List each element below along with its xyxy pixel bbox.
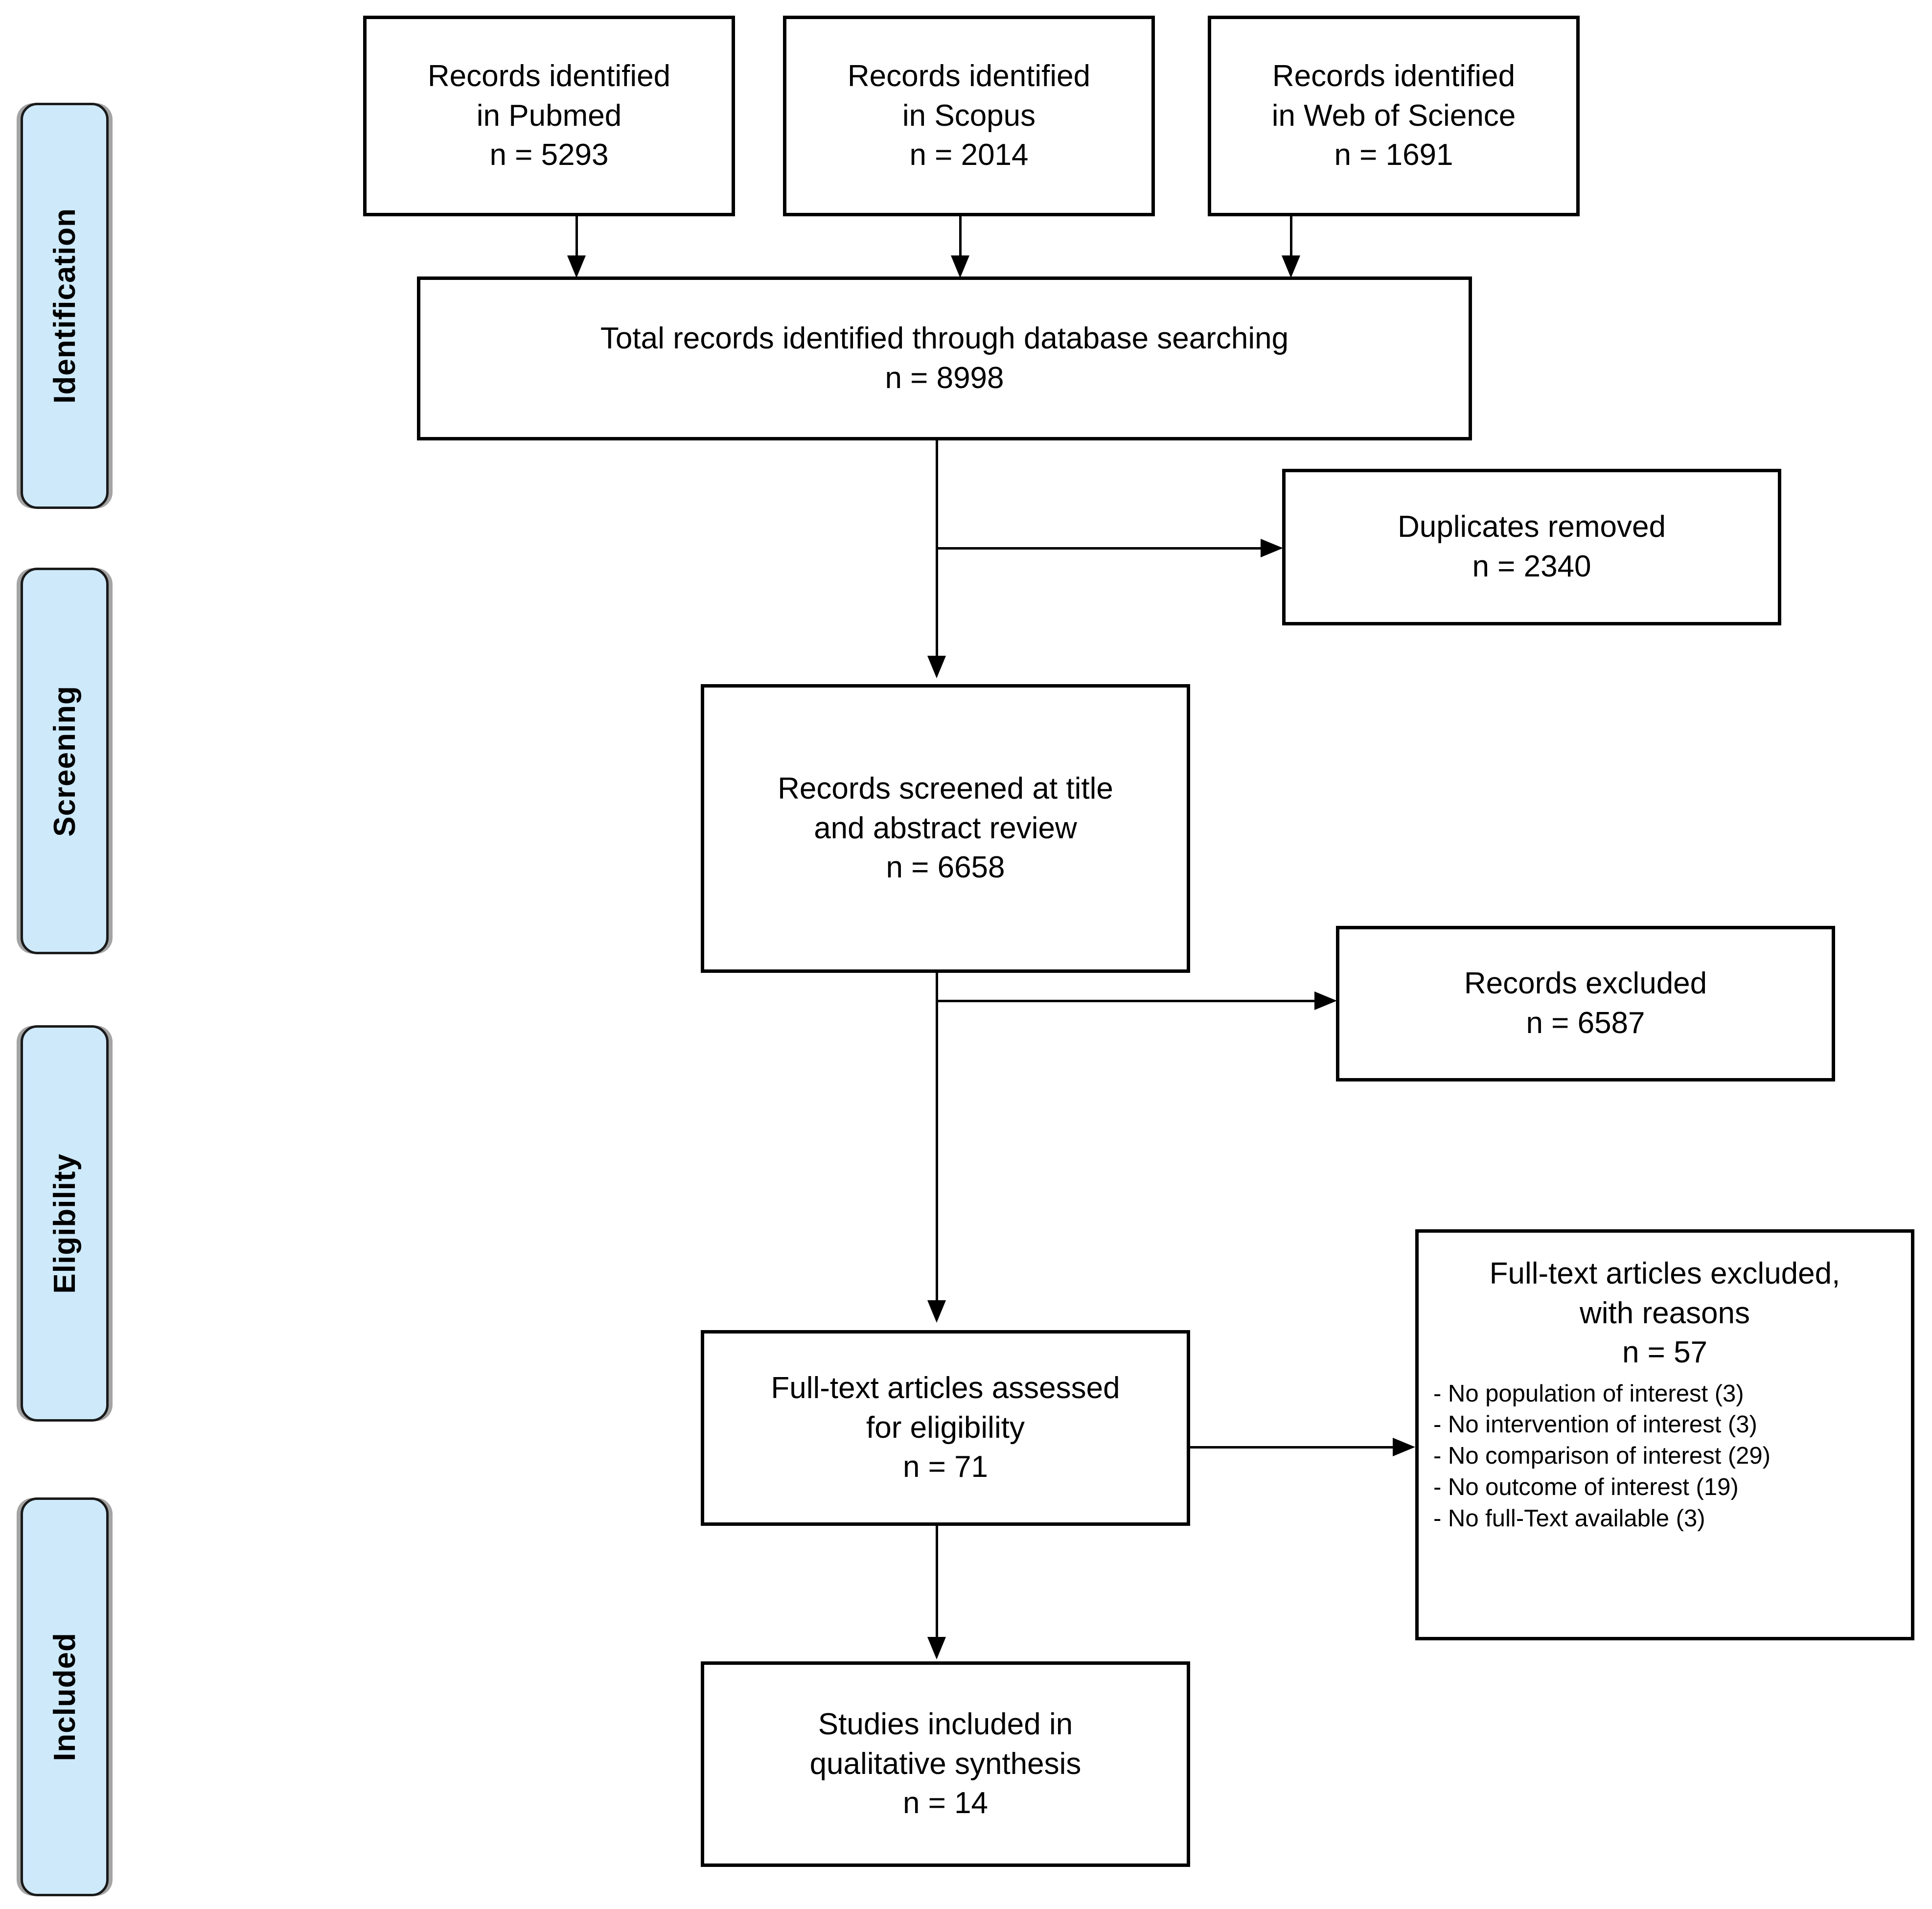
fulltext-assessed-count: n = 71 bbox=[902, 1450, 989, 1484]
arrowhead-wos-to-total bbox=[1282, 255, 1300, 278]
box-duplicates-removed: Duplicates removed n = 2340 bbox=[1282, 469, 1781, 625]
stage-label-screening: Screening bbox=[47, 685, 82, 837]
total-line-1: Total records identified through databas… bbox=[600, 321, 1289, 355]
connector-fulltext-to-excluded-reasons bbox=[1190, 1446, 1405, 1449]
box-records-identified-web-of-science: Records identified in Web of Science n =… bbox=[1208, 16, 1580, 216]
stage-pill-eligibility: Eligibility bbox=[21, 1025, 109, 1422]
records-excluded-count: n = 6587 bbox=[1526, 1006, 1645, 1040]
stage-pill-included: Included bbox=[21, 1497, 109, 1896]
connector-pubmed-to-total bbox=[575, 216, 578, 273]
connector-screened-to-records-excluded bbox=[936, 1000, 1327, 1002]
exclusion-reason-item: - No population of interest (3) bbox=[1433, 1380, 1744, 1407]
box-records-excluded: Records excluded n = 6587 bbox=[1336, 926, 1835, 1081]
fulltext-excluded-count: n = 57 bbox=[1622, 1335, 1708, 1370]
wos-line-1: Records identified bbox=[1272, 59, 1516, 93]
exclusion-reason-item: - No intervention of interest (3) bbox=[1433, 1411, 1757, 1438]
connector-scopus-to-total bbox=[959, 216, 962, 273]
stage-pill-identification: Identification bbox=[21, 103, 109, 509]
stage-label-included: Included bbox=[47, 1633, 82, 1761]
connector-wos-to-total bbox=[1290, 216, 1292, 273]
exclusion-reason-list: - No population of interest (3) - No int… bbox=[1426, 1379, 1903, 1534]
connector-screened-to-fulltext bbox=[936, 973, 938, 1315]
arrowhead-fulltext-to-excluded-reasons bbox=[1393, 1438, 1415, 1456]
fulltext-assessed-line-2: for eligibility bbox=[866, 1410, 1025, 1445]
screened-line-2: and abstract review bbox=[814, 811, 1077, 845]
fulltext-excluded-line-1: Full-text articles excluded, bbox=[1489, 1257, 1840, 1290]
arrowhead-scopus-to-total bbox=[951, 255, 969, 278]
exclusion-reason-item: - No outcome of interest (19) bbox=[1433, 1473, 1739, 1500]
stage-pill-screening: Screening bbox=[21, 568, 109, 954]
fulltext-excluded-line-2: with reasons bbox=[1579, 1296, 1750, 1330]
duplicates-count: n = 2340 bbox=[1472, 550, 1591, 583]
scopus-count: n = 2014 bbox=[909, 138, 1029, 172]
stage-label-eligibility: Eligibility bbox=[47, 1153, 82, 1294]
exclusion-reason-item: - No full-Text available (3) bbox=[1433, 1505, 1705, 1532]
box-records-screened: Records screened at title and abstract r… bbox=[701, 684, 1190, 973]
wos-count: n = 1691 bbox=[1334, 138, 1453, 172]
screened-count: n = 6658 bbox=[886, 851, 1005, 885]
scopus-line-1: Records identified bbox=[847, 59, 1091, 93]
fulltext-assessed-line-1: Full-text articles assessed bbox=[771, 1371, 1120, 1405]
stage-label-identification: Identification bbox=[47, 208, 82, 404]
arrowhead-screened-to-fulltext bbox=[927, 1300, 946, 1323]
included-line-2: qualitative synthesis bbox=[809, 1747, 1081, 1781]
connector-total-to-screened bbox=[936, 440, 938, 669]
exclusion-reason-item: - No comparison of interest (29) bbox=[1433, 1443, 1771, 1470]
screened-line-1: Records screened at title bbox=[778, 772, 1113, 806]
arrowhead-total-to-screened bbox=[927, 656, 946, 678]
box-records-identified-scopus: Records identified in Scopus n = 2014 bbox=[783, 16, 1155, 216]
wos-line-2: in Web of Science bbox=[1271, 98, 1516, 133]
pubmed-line-2: in Pubmed bbox=[476, 98, 622, 133]
included-count: n = 14 bbox=[902, 1786, 989, 1820]
scopus-line-2: in Scopus bbox=[902, 98, 1036, 133]
records-excluded-line-1: Records excluded bbox=[1464, 966, 1707, 1001]
arrowhead-fulltext-to-included bbox=[927, 1637, 946, 1659]
box-records-identified-pubmed: Records identified in Pubmed n = 5293 bbox=[363, 16, 735, 216]
box-fulltext-articles-assessed: Full-text articles assessed for eligibil… bbox=[701, 1330, 1190, 1526]
pubmed-count: n = 5293 bbox=[489, 138, 609, 172]
box-studies-included: Studies included in qualitative synthesi… bbox=[701, 1661, 1190, 1867]
arrowhead-pubmed-to-total bbox=[567, 255, 586, 278]
pubmed-line-1: Records identified bbox=[427, 59, 671, 93]
arrowhead-screened-to-records-excluded bbox=[1314, 991, 1337, 1010]
arrowhead-total-to-duplicates bbox=[1261, 539, 1283, 557]
total-count: n = 8998 bbox=[885, 361, 1004, 395]
included-line-1: Studies included in bbox=[818, 1707, 1073, 1742]
box-total-records-identified: Total records identified through databas… bbox=[417, 276, 1472, 440]
connector-fulltext-to-included bbox=[936, 1526, 938, 1651]
duplicates-line-1: Duplicates removed bbox=[1398, 510, 1666, 544]
box-fulltext-articles-excluded-with-reasons: Full-text articles excluded, with reason… bbox=[1415, 1229, 1914, 1640]
connector-total-to-duplicates bbox=[936, 547, 1273, 550]
